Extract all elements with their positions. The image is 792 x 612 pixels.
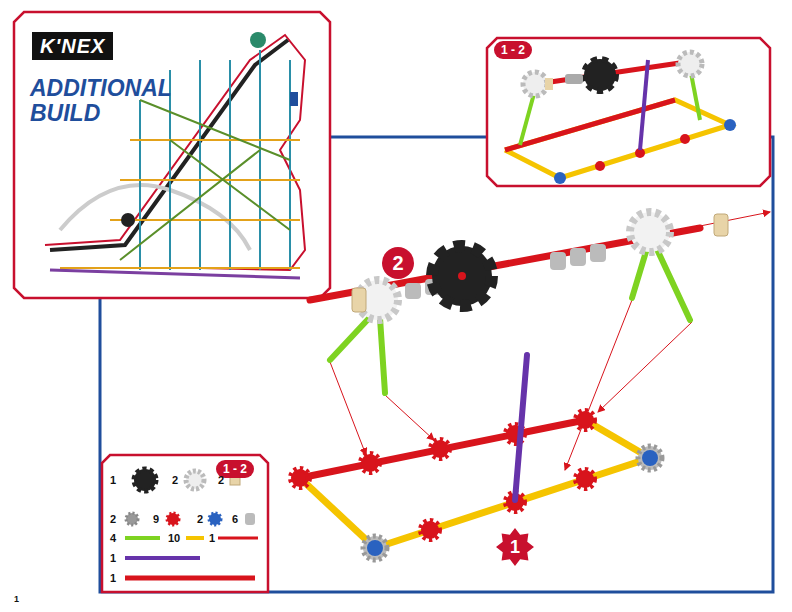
step-badge: 1 - 2 xyxy=(494,41,532,59)
part-count: 9 xyxy=(153,513,159,525)
part-count: 10 xyxy=(168,532,180,544)
page-number: 1 xyxy=(14,594,19,604)
part-count: 2 xyxy=(197,513,203,525)
node-text: 1 - 2 xyxy=(501,43,525,57)
callout-number: 1 xyxy=(496,528,534,566)
part-count: 2 xyxy=(172,474,178,486)
part-count: 2 xyxy=(218,474,224,486)
node-text: 1 xyxy=(510,537,520,558)
brand-logo: K'NEX xyxy=(32,32,113,60)
part-count: 1 xyxy=(110,552,116,564)
part-count: 1 xyxy=(110,572,116,584)
part-count: 1 xyxy=(209,532,215,544)
part-count: 1 xyxy=(110,474,116,486)
title: ADDITIONAL BUILD xyxy=(30,76,200,126)
part-count: 2 xyxy=(110,513,116,525)
node-text: 2 xyxy=(392,252,403,275)
callout-number: 2 xyxy=(382,247,414,279)
part-count: 4 xyxy=(110,532,116,544)
node-text: 1 - 2 xyxy=(223,462,247,476)
part-count: 6 xyxy=(232,513,238,525)
